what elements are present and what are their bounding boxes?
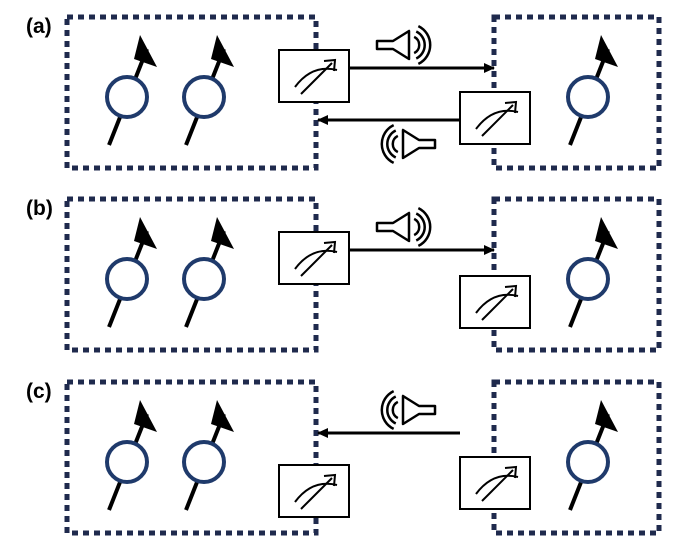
speaker-body	[401, 394, 437, 426]
spin-arrow-head	[211, 35, 234, 67]
speaker-body	[375, 29, 411, 61]
spin-arrow-head	[595, 217, 618, 249]
right-node-box	[491, 14, 662, 171]
spin-arrow-head	[134, 35, 157, 67]
measurement-meter-icon	[459, 91, 531, 145]
sound-wave-arc-1	[413, 35, 421, 55]
spin-qubit-icon	[105, 400, 157, 511]
spin-arrow-head	[595, 35, 618, 67]
spin-arrow-head	[134, 217, 157, 249]
meter-needle	[481, 288, 514, 321]
loudspeaker-icon	[375, 206, 432, 248]
spin-circle	[105, 75, 149, 119]
sound-wave-arc-3	[380, 389, 395, 431]
panel-label: (c)	[26, 380, 52, 403]
sound-wave-arc-1	[391, 134, 399, 154]
meter-dial	[475, 474, 519, 495]
sound-wave-arc-3	[417, 24, 432, 66]
sound-wave-arc-3	[417, 206, 432, 248]
meter-needle	[300, 477, 333, 510]
speaker-body	[375, 211, 411, 243]
sound-wave-arc-2	[415, 30, 426, 60]
meter-dial	[475, 109, 519, 130]
meter-needle-head	[504, 100, 518, 114]
meter-needle-head	[504, 465, 518, 479]
meter-needle-head	[504, 284, 518, 298]
measurement-meter-icon	[278, 464, 350, 518]
meter-frame	[278, 231, 350, 285]
spin-circle	[182, 75, 226, 119]
measurement-meter-icon	[459, 456, 531, 510]
sound-wave-arc-3	[380, 123, 395, 165]
spin-circle	[566, 257, 610, 301]
meter-frame	[459, 275, 531, 329]
spin-qubit-icon	[566, 217, 618, 328]
meter-needle-head	[323, 58, 337, 72]
meter-needle-head	[323, 240, 337, 254]
spin-arrow-head	[134, 400, 157, 432]
spin-qubit-icon	[182, 35, 234, 146]
spin-arrow-head	[211, 217, 234, 249]
meter-dial	[475, 293, 519, 314]
measurement-meter-icon	[278, 231, 350, 285]
spin-circle	[182, 257, 226, 301]
right-node-box	[491, 196, 662, 353]
meter-needle	[300, 62, 333, 95]
left-node-box	[64, 379, 319, 536]
spin-arrow-head	[211, 400, 234, 432]
meter-dial	[294, 67, 338, 88]
meter-needle	[481, 104, 514, 137]
meter-needle-head	[323, 473, 337, 487]
loudspeaker-icon	[380, 389, 437, 431]
meter-dial	[294, 249, 338, 270]
spin-arrow-head	[595, 400, 618, 432]
meter-frame	[278, 49, 350, 103]
measurement-meter-icon	[459, 275, 531, 329]
sound-wave-arc-1	[391, 400, 399, 420]
meter-needle	[481, 469, 514, 502]
spin-qubit-icon	[182, 217, 234, 328]
speaker-body	[401, 128, 437, 160]
spin-qubit-icon	[566, 400, 618, 511]
spin-circle	[566, 75, 610, 119]
meter-frame	[278, 464, 350, 518]
meter-dial	[294, 482, 338, 503]
spin-qubit-icon	[105, 35, 157, 146]
meter-frame	[459, 91, 531, 145]
sound-wave-arc-2	[386, 395, 397, 425]
sound-wave-arc-1	[413, 217, 421, 237]
panel: (c)	[26, 379, 662, 536]
meter-needle	[300, 244, 333, 277]
sound-wave-arc-2	[415, 212, 426, 242]
spin-qubit-icon	[182, 400, 234, 511]
spin-qubit-icon	[105, 217, 157, 328]
panel: (b)	[26, 196, 662, 353]
spin-circle	[182, 440, 226, 484]
spin-circle	[105, 257, 149, 301]
panel-label: (a)	[26, 15, 52, 38]
right-node-box	[491, 379, 662, 536]
spin-circle	[566, 440, 610, 484]
meter-frame	[459, 456, 531, 510]
spin-circle	[105, 440, 149, 484]
panel: (a)	[26, 14, 662, 171]
measurement-meter-icon	[278, 49, 350, 103]
sound-wave-arc-2	[386, 129, 397, 159]
panel-label: (b)	[26, 197, 53, 220]
loudspeaker-icon	[375, 24, 432, 66]
spin-qubit-icon	[566, 35, 618, 146]
loudspeaker-icon	[380, 123, 437, 165]
